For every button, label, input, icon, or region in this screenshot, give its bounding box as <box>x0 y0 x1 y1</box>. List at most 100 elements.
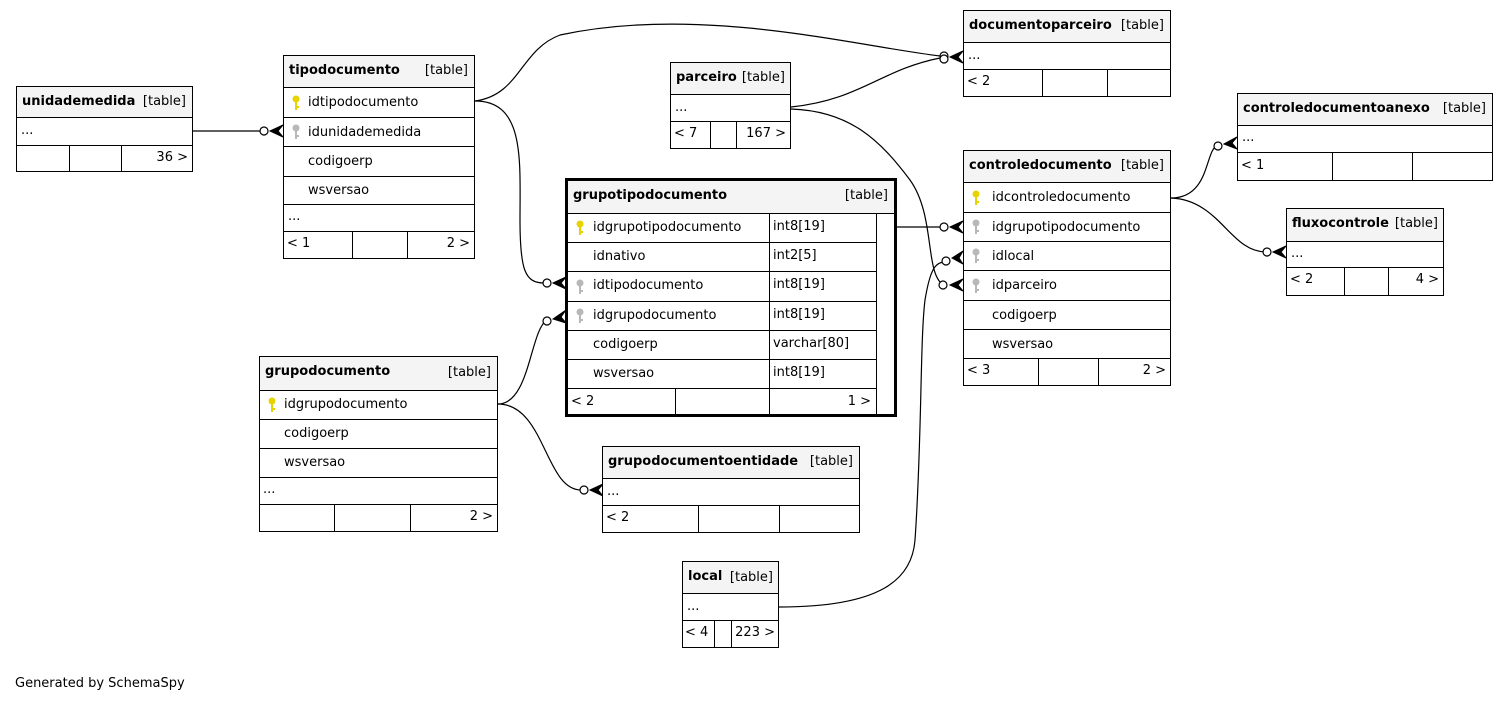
edge-parceiro-documentoparceiro <box>790 57 941 108</box>
table-name: local <box>688 569 723 584</box>
edge-grupodocumento-grupodocumentoentidade <box>497 403 582 491</box>
column-name: idparceiro <box>992 278 1057 293</box>
footer-children: 4 > <box>1388 268 1443 295</box>
column-datatype: int8[19] <box>769 360 876 388</box>
table-header: unidademedida [table] <box>17 87 192 118</box>
footer-parents: < 1 <box>287 236 311 251</box>
column-name: wsversao <box>284 455 346 470</box>
table-footer: < 4 223 > <box>683 621 778 647</box>
table-footer: < 1 <box>1238 153 1492 180</box>
footer-parents <box>260 505 334 531</box>
footer-children: 167 > <box>736 122 790 148</box>
table-type: [table] <box>741 70 785 85</box>
table-header: documentoparceiro [table] <box>964 11 1170 43</box>
foreign-key-icon <box>576 279 584 294</box>
ellipsis-row: ... <box>603 479 859 506</box>
column-name: codigoerp <box>593 337 658 352</box>
footer-children: 2 > <box>407 232 474 258</box>
ellipsis-row: ... <box>1287 242 1443 268</box>
table-type: [table] <box>1120 158 1164 173</box>
foreign-key-icon <box>972 248 980 263</box>
column-name: idtipodocumento <box>308 95 419 110</box>
footer-children: 2 > <box>410 505 497 531</box>
footer-parents: < 3 <box>967 363 991 378</box>
footer-columns <box>1344 268 1388 295</box>
column-row: codigoerp <box>964 301 1170 330</box>
table-tipodocumento[interactable]: tipodocumento [table] idtipodocumento id… <box>283 55 475 259</box>
column-datatype: int8[19] <box>769 214 876 242</box>
table-unidademedida[interactable]: unidademedida [table] ... 36 > <box>16 86 193 172</box>
footer-children <box>779 506 859 532</box>
table-type: [table] <box>844 188 888 203</box>
column-name: idgrupodocumento <box>593 308 717 323</box>
table-type: [table] <box>424 63 468 78</box>
footer-columns <box>675 389 769 417</box>
table-name: grupodocumentoentidade <box>608 454 799 469</box>
ellipsis-row: ... <box>1238 126 1492 153</box>
table-name: fluxocontrole <box>1292 216 1389 231</box>
column-row: idcontroledocumento <box>964 183 1170 213</box>
table-name: tipodocumento <box>289 63 400 78</box>
table-fluxocontrole[interactable]: fluxocontrole [table] ... < 2 4 > <box>1286 208 1444 296</box>
column-row: idunidademedida <box>284 118 474 147</box>
table-grupodocumentoentidade[interactable]: grupodocumentoentidade [table] ... < 2 <box>602 446 860 533</box>
column-row: idlocal <box>964 242 1170 271</box>
table-controledocumento[interactable]: controledocumento [table] idcontroledocu… <box>963 150 1171 386</box>
footer-children <box>1412 153 1492 180</box>
column-name: idgrupotipodocumento <box>593 220 742 235</box>
ellipsis-row: ... <box>964 43 1170 70</box>
edge-controledocumento-controledocumentoanexo <box>1170 145 1218 199</box>
edge-local-controledocumento <box>778 261 946 608</box>
table-grupodocumento[interactable]: grupodocumento [table] idgrupodocumento … <box>259 356 498 532</box>
foreign-key-icon <box>972 278 980 293</box>
footer-columns <box>698 506 779 532</box>
column-name: idgrupotipodocumento <box>992 220 1141 235</box>
column-row: wsversao <box>260 449 497 478</box>
generator-credit: Generated by SchemaSpy <box>15 676 185 691</box>
footer-parents <box>17 146 69 171</box>
footer-children <box>1107 70 1170 96</box>
footer-children: 1 > <box>769 389 876 417</box>
edge-parceiro-controledocumento <box>790 108 943 285</box>
column-datatype: int2[5] <box>769 243 876 271</box>
footer-columns <box>714 621 731 647</box>
table-documentoparceiro[interactable]: documentoparceiro [table] ... < 2 <box>963 10 1171 97</box>
ellipsis-row: ... <box>284 205 474 232</box>
footer-children: 2 > <box>1098 359 1170 385</box>
table-header: grupodocumento [table] <box>260 357 497 391</box>
table-header: controledocumentoanexo [table] <box>1238 94 1492 126</box>
table-grupotipodocumento[interactable]: grupotipodocumento [table] idgrupotipodo… <box>565 178 897 417</box>
table-name: unidademedida <box>22 94 136 109</box>
edge-tipodocumento-documentoparceiro <box>474 23 941 102</box>
footer-columns <box>352 232 407 258</box>
table-name: documentoparceiro <box>969 18 1112 33</box>
column-row: codigoerp <box>260 420 497 449</box>
footer-columns <box>1042 70 1107 96</box>
table-header: grupodocumentoentidade [table] <box>603 447 859 479</box>
table-type: [table] <box>1442 101 1486 116</box>
table-parceiro[interactable]: parceiro [table] ... < 7 167 > <box>670 62 791 149</box>
table-controledocumentoanexo[interactable]: controledocumentoanexo [table] ... < 1 <box>1237 93 1493 181</box>
column-row: wsversao <box>284 177 474 205</box>
ellipsis-row: ... <box>17 118 192 146</box>
table-header: local [table] <box>683 562 778 594</box>
table-footer: < 1 2 > <box>284 232 474 258</box>
table-footer: < 3 2 > <box>964 359 1170 385</box>
table-footer: < 2 1 > <box>568 389 876 417</box>
column-name: idunidademedida <box>308 125 422 140</box>
table-header: fluxocontrole [table] <box>1287 209 1443 242</box>
foreign-key-icon <box>972 219 980 234</box>
footer-children: 36 > <box>121 146 192 171</box>
column-row: idgrupodocumento int8[19] <box>568 302 876 331</box>
column-name: codigoerp <box>992 308 1057 323</box>
table-header: grupotipodocumento [table] <box>568 181 894 214</box>
footer-columns <box>1038 359 1098 385</box>
primary-key-icon <box>972 190 980 205</box>
column-row: idnativo int2[5] <box>568 243 876 272</box>
column-row: idgrupotipodocumento int8[19] <box>568 214 876 243</box>
ellipsis-row: ... <box>683 594 778 621</box>
table-local[interactable]: local [table] ... < 4 223 > <box>682 561 779 648</box>
table-header: tipodocumento [table] <box>284 56 474 88</box>
footer-parents: < 1 <box>1241 158 1265 173</box>
footer-parents: < 2 <box>606 510 630 525</box>
